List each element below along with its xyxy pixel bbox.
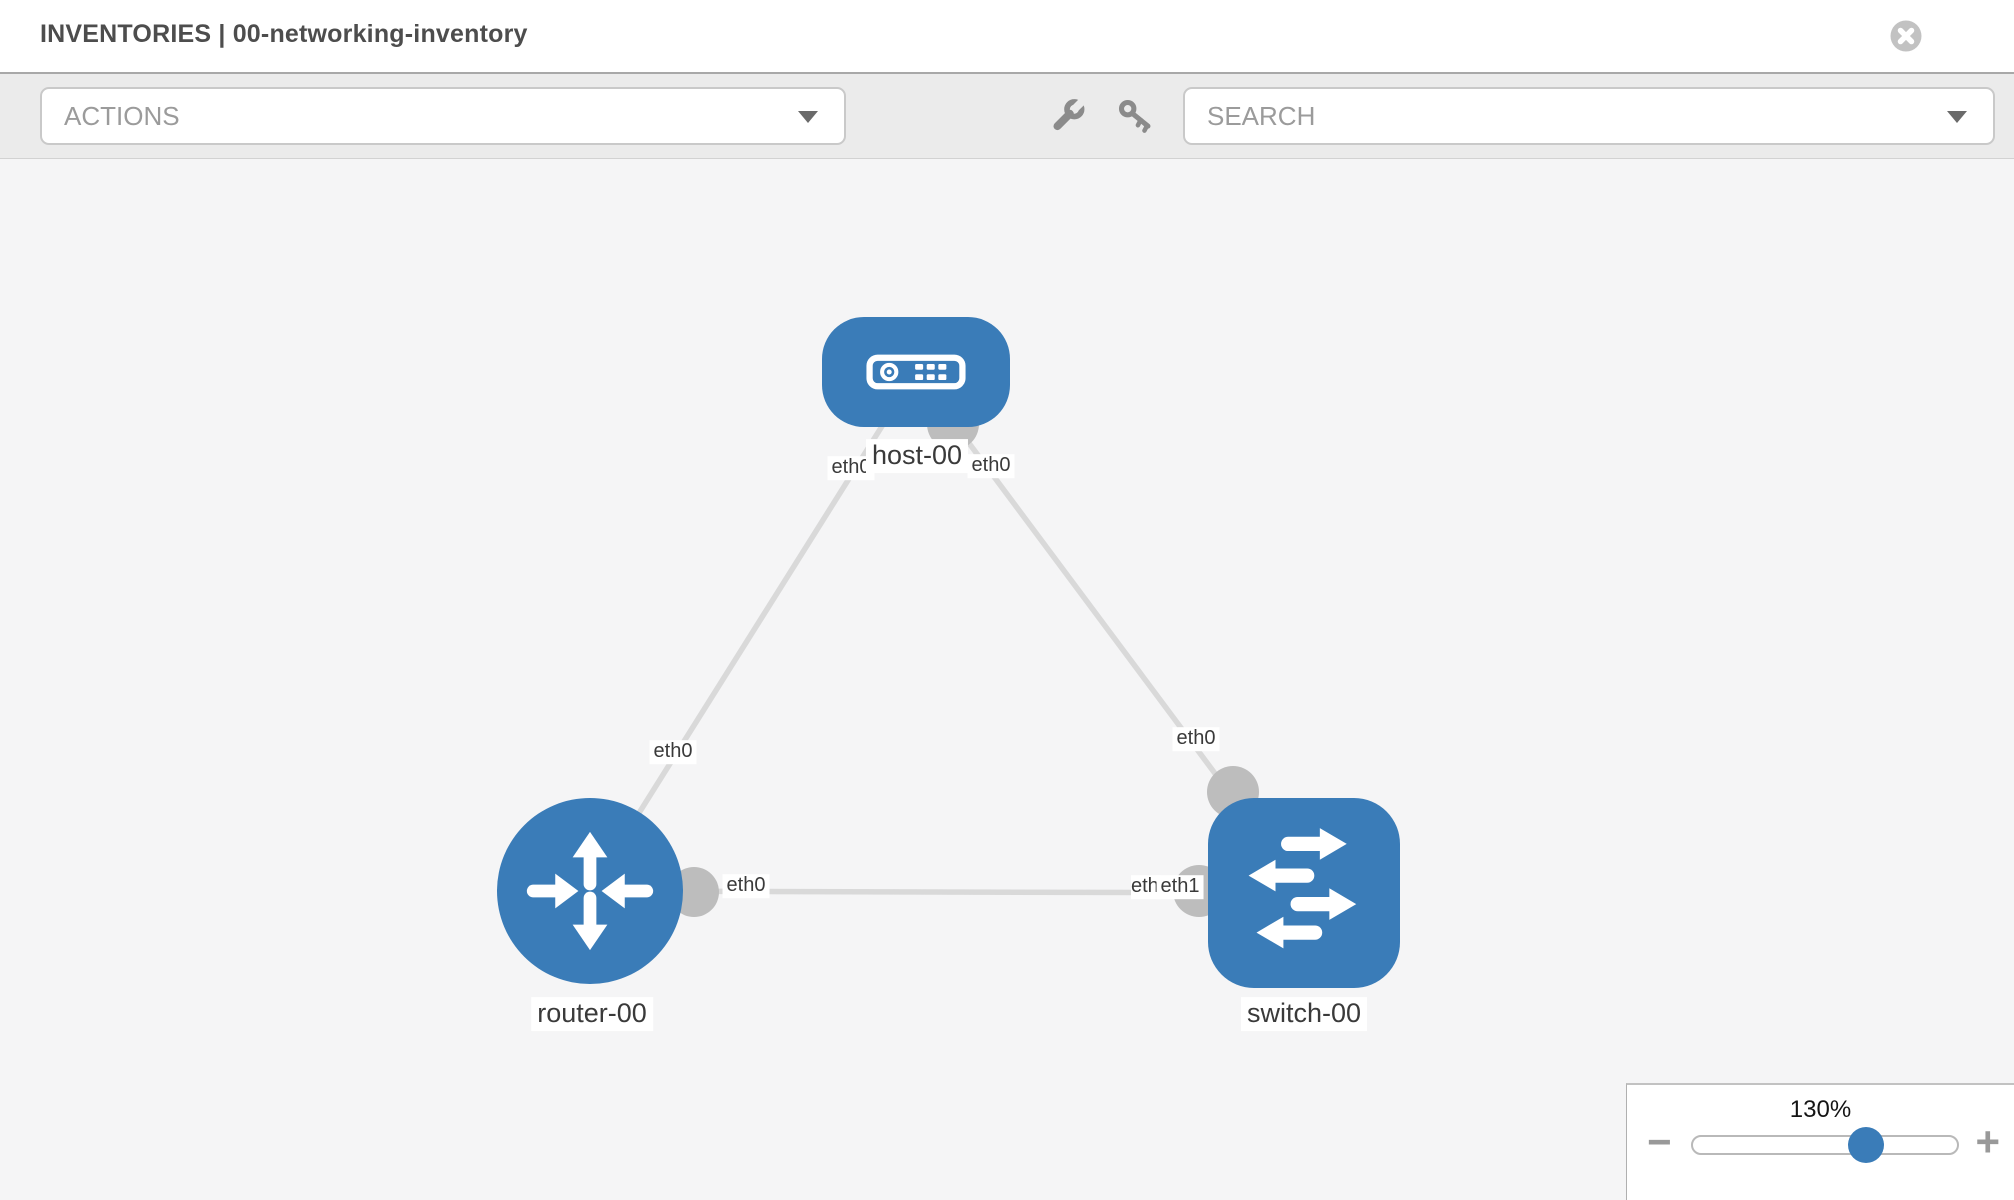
search-dropdown-label: SEARCH — [1207, 100, 1316, 131]
configure-button[interactable] — [1045, 85, 1089, 147]
zoom-slider-track[interactable] — [1691, 1127, 1959, 1163]
search-dropdown[interactable]: SEARCH — [1183, 87, 1995, 145]
iface-label-3: eth0 — [722, 874, 770, 898]
node-host-00[interactable] — [822, 317, 1010, 427]
iface-label-1: eth0 — [967, 454, 1015, 478]
zoom-slider-thumb[interactable] — [1848, 1127, 1884, 1163]
credentials-button[interactable] — [1113, 85, 1157, 147]
iface-label-0: eth0 — [827, 456, 875, 480]
iface-label-2: eth0 — [649, 740, 697, 764]
iface-label-4: eth0 — [1131, 875, 1161, 899]
iface-label-5: eth1 — [1156, 875, 1204, 899]
close-icon — [1890, 20, 1922, 52]
chevron-down-icon — [798, 111, 818, 123]
zoom-out-button[interactable]: − — [1647, 1118, 1672, 1165]
close-button[interactable] — [1889, 19, 1923, 53]
node-label-switch-00[interactable]: switch-00 — [1240, 997, 1368, 1031]
router-icon — [526, 831, 654, 951]
zoom-in-button[interactable]: + — [1975, 1118, 2000, 1165]
node-router-00[interactable] — [497, 798, 683, 984]
zoom-percent: 130% — [1789, 1096, 1852, 1123]
actions-dropdown-label: ACTIONS — [64, 100, 180, 131]
chevron-down-icon — [1947, 111, 1967, 123]
zoom-panel: 130% − + — [1626, 1083, 2014, 1200]
node-label-host-00[interactable]: host-00 — [865, 439, 969, 473]
wrench-icon — [1053, 98, 1085, 131]
switch-icon — [1248, 828, 1357, 949]
header: INVENTORIES | 00-networking-inventory — [0, 0, 2014, 72]
iface-label-6: eth0 — [1172, 727, 1220, 751]
node-label-router-00[interactable]: router-00 — [531, 997, 653, 1031]
page-title: INVENTORIES | 00-networking-inventory — [40, 20, 528, 48]
host-icon — [866, 354, 966, 390]
toolbar: ACTIONS SEARCH — [0, 72, 2014, 159]
actions-dropdown[interactable]: ACTIONS — [40, 87, 846, 145]
node-switch-00[interactable] — [1208, 798, 1400, 988]
key-icon — [1118, 99, 1151, 133]
